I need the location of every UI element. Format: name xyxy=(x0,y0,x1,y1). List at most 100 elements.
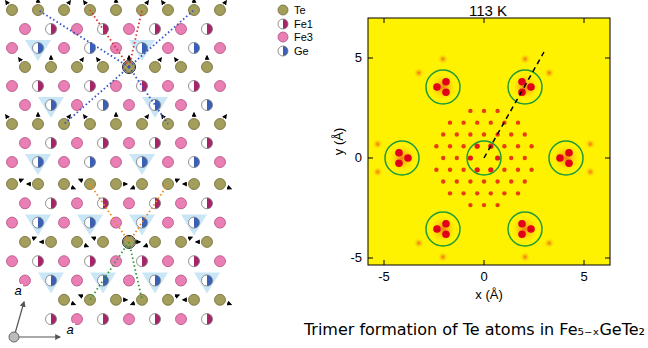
center-spot xyxy=(495,203,499,207)
te-atom xyxy=(189,119,200,130)
axis-vector-label: a xyxy=(65,323,74,338)
fe3-atom xyxy=(163,81,174,92)
center-spot xyxy=(461,168,465,172)
green-circle xyxy=(385,141,419,175)
trimer-spot xyxy=(395,159,403,167)
displacement-arrow xyxy=(146,1,148,4)
displacement-arrow xyxy=(71,303,75,305)
central-atom-ring xyxy=(123,61,136,74)
ge-atom xyxy=(46,275,57,286)
te-atom xyxy=(59,294,70,305)
center-spot xyxy=(475,191,479,195)
fe3-atom xyxy=(20,198,31,209)
neighbor-line xyxy=(90,242,129,300)
displacement-arrow xyxy=(194,113,195,117)
fe3-atom xyxy=(7,256,18,267)
fe3-atom xyxy=(7,43,18,54)
te-atom xyxy=(163,5,174,16)
fe3-atom xyxy=(59,81,70,92)
te-atom xyxy=(111,179,122,190)
legend-symbol xyxy=(277,31,289,43)
ge-atom xyxy=(33,217,44,228)
fe3-atom xyxy=(111,81,122,92)
trimer-spot xyxy=(565,149,573,157)
center-spot xyxy=(441,156,445,160)
green-circle xyxy=(549,141,583,175)
fe3-atom xyxy=(7,81,18,92)
tick-label: 5 xyxy=(355,51,362,66)
te-atom xyxy=(202,62,213,73)
green-circle xyxy=(426,212,460,246)
center-spot xyxy=(434,144,438,148)
fe3-atom xyxy=(111,217,122,228)
displacement-arrow xyxy=(84,245,88,247)
fe1-atom xyxy=(85,256,96,267)
te-atom xyxy=(137,119,148,130)
ge-atom xyxy=(85,43,96,54)
fe3-atom xyxy=(215,157,226,168)
te-atom xyxy=(46,236,57,247)
displacement-arrow xyxy=(6,115,8,118)
tick-label: -5 xyxy=(378,270,390,285)
displacement-arrow xyxy=(123,184,127,185)
center-spot xyxy=(489,120,493,124)
displacement-arrow xyxy=(19,179,23,181)
trimer-spot xyxy=(433,225,441,233)
fe3-atom xyxy=(72,138,83,149)
fe3-atom xyxy=(176,275,187,286)
axis-vector-label: a xyxy=(13,284,22,299)
center-spot xyxy=(461,144,465,148)
legend-text: Fe1 xyxy=(294,18,313,30)
ge-triangle xyxy=(129,215,155,236)
displacement-arrow xyxy=(32,237,36,239)
fe3-atom xyxy=(59,256,70,267)
ge-atom xyxy=(137,157,148,168)
central-atom-ring xyxy=(123,235,136,248)
trimer-spot xyxy=(395,149,403,157)
legend-text: Fe3 xyxy=(294,31,313,43)
center-spot xyxy=(509,132,513,136)
te-atom xyxy=(215,294,226,305)
ge-atom xyxy=(150,100,161,111)
diffraction-map xyxy=(368,18,610,265)
ge-triangle xyxy=(77,215,103,236)
center-spot xyxy=(475,144,480,149)
displacement-arrow xyxy=(6,1,8,4)
displacement-arrow xyxy=(116,0,117,3)
center-spot xyxy=(516,144,520,148)
displacement-arrow xyxy=(81,58,83,61)
ge-triangle xyxy=(90,273,116,294)
te-atom xyxy=(85,119,96,130)
ge-atom xyxy=(98,275,109,286)
fe1-atom xyxy=(98,24,109,35)
te-atom xyxy=(202,236,213,247)
te-atom xyxy=(137,179,148,190)
fe1-atom xyxy=(150,314,161,325)
center-spot xyxy=(468,179,472,183)
ge-triangle xyxy=(38,97,64,118)
te-atom xyxy=(163,294,174,305)
peak-halo xyxy=(430,216,456,242)
ge-triangle xyxy=(181,215,207,236)
ge-atom xyxy=(137,43,148,54)
trimer-spot xyxy=(433,83,441,91)
fe1-atom xyxy=(46,138,57,149)
center-spot xyxy=(448,120,452,124)
fe1-atom xyxy=(202,24,213,35)
trimer-spot xyxy=(527,225,535,233)
ge-atom xyxy=(137,217,148,228)
te-atom xyxy=(20,62,31,73)
tick-label: -5 xyxy=(350,251,362,266)
fe3-atom xyxy=(176,138,187,149)
fe3-atom xyxy=(111,256,122,267)
peak-halo xyxy=(430,74,456,100)
center-spot xyxy=(529,144,533,148)
trimer-spot xyxy=(527,83,535,91)
fe3-atom xyxy=(72,100,83,111)
fe1-atom xyxy=(33,256,44,267)
displacement-arrow xyxy=(68,115,70,118)
fe3-atom xyxy=(124,24,135,35)
peak-halo xyxy=(389,145,415,171)
